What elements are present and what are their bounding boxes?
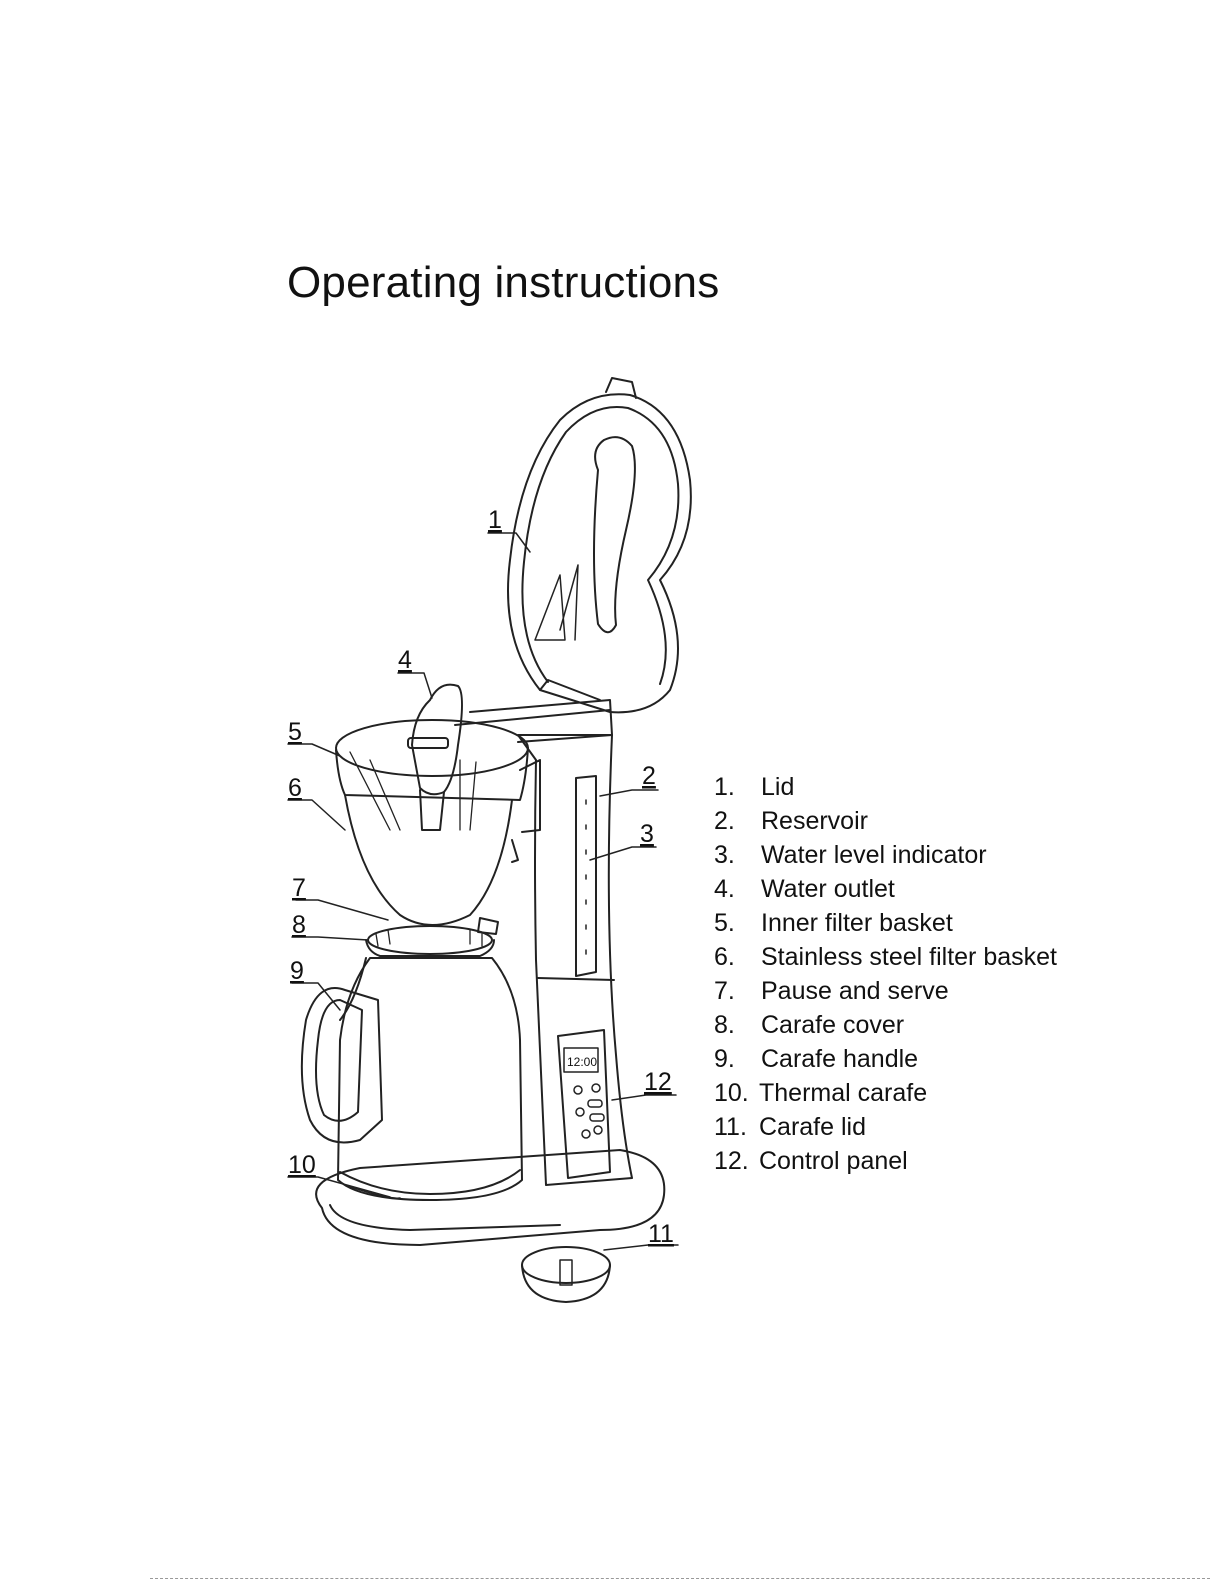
list-item: 8.Carafe cover — [714, 1011, 905, 1039]
callout-2: 2 — [642, 762, 656, 790]
base-plate — [315, 1149, 666, 1246]
callout-leaders — [287, 532, 679, 1251]
callout-labels: 1 4 5 6 7 8 9 10 2 3 12 11 — [288, 506, 674, 1248]
list-item: 12.Control panel — [714, 1147, 908, 1175]
callout-6: 6 — [288, 774, 302, 802]
list-item: 5.Inner filter basket — [714, 909, 953, 937]
parts-list: 1.Lid 2.Reservoir 3.Water level indicato… — [714, 770, 1057, 1178]
list-item: 7.Pause and serve — [714, 977, 949, 1005]
list-item: 11.Carafe lid — [714, 1113, 866, 1141]
callout-7: 7 — [292, 874, 306, 902]
list-item: 9.Carafe handle — [714, 1045, 919, 1073]
control-panel-outline — [557, 1029, 611, 1179]
display-readout: 12:00 — [567, 1055, 597, 1069]
carafe-cover — [365, 917, 499, 957]
display-window — [563, 1047, 599, 1073]
callout-9: 9 — [290, 957, 304, 985]
thermal-carafe — [300, 957, 523, 1201]
callout-8: 8 — [292, 911, 306, 939]
water-outlet — [407, 683, 463, 831]
list-item: 10.Thermal carafe — [714, 1079, 928, 1107]
callout-11: 11 — [648, 1220, 674, 1248]
callout-5: 5 — [288, 718, 302, 746]
callout-4: 4 — [398, 646, 412, 674]
list-item: 3.Water level indicator — [714, 841, 987, 869]
list-item: 1.Lid — [714, 773, 795, 801]
callout-12: 12 — [644, 1068, 672, 1096]
list-item: 2.Reservoir — [714, 807, 868, 835]
filter-basket — [335, 719, 541, 926]
carafe-lid — [521, 1246, 611, 1303]
list-item: 6.Stainless steel filter basket — [714, 943, 1057, 971]
water-level-window — [575, 775, 597, 977]
machine-body — [454, 699, 633, 1186]
list-item: 4.Water outlet — [714, 875, 895, 903]
page-title: Operating instructions — [287, 258, 720, 307]
callout-3: 3 — [640, 820, 654, 848]
callout-1: 1 — [488, 506, 502, 534]
callout-10: 10 — [288, 1151, 316, 1179]
scan-artifact-line — [150, 1578, 1210, 1580]
lid — [507, 377, 692, 714]
